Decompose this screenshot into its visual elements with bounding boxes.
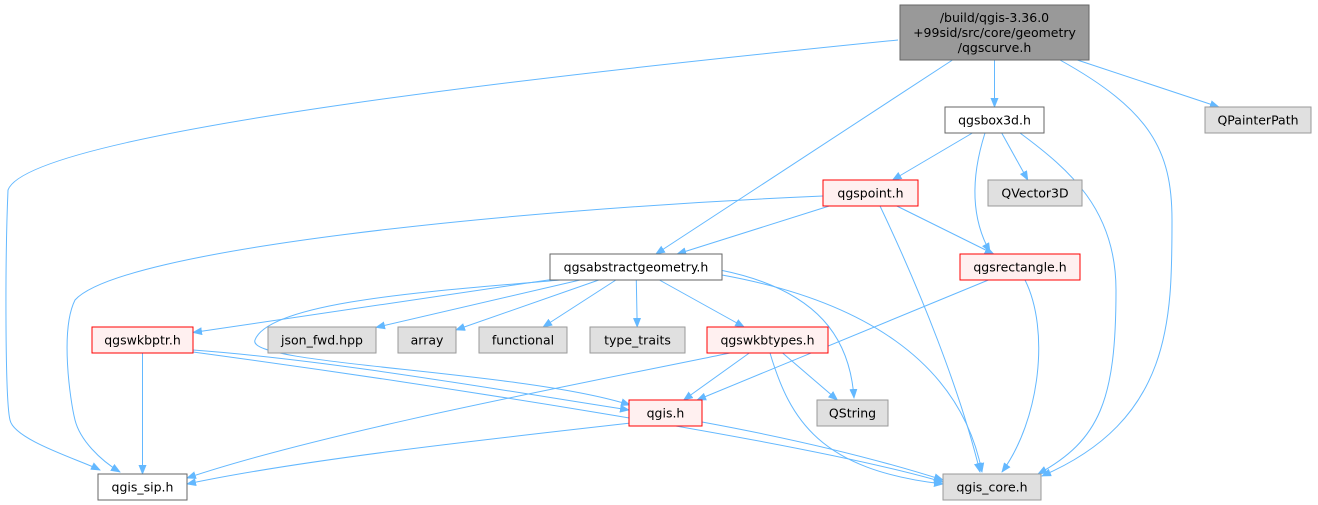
edge-qgswkbtypes-to-qgis_sip <box>186 352 731 479</box>
node-box <box>987 179 1083 207</box>
node-box <box>816 399 889 427</box>
node-box <box>91 326 194 354</box>
node-box <box>478 326 568 354</box>
edge-qgsabstractgeometry-to-qstring <box>719 269 858 399</box>
node-label: QVector3D <box>1001 186 1068 201</box>
node-functional[interactable]: functional <box>478 326 568 354</box>
edge-qgsabstractgeometry-to-qgswkbtypes <box>659 279 745 328</box>
node-box <box>549 253 723 281</box>
node-label: qgswkbtypes.h <box>720 333 814 348</box>
edge-qgsrectangle-to-qgis <box>696 279 989 401</box>
node-root[interactable]: /build/qgis-3.36.0+99sid/src/core/geomet… <box>899 4 1090 61</box>
node-label: qgis_core.h <box>956 480 1027 495</box>
node-label: qgsbox3d.h <box>958 113 1031 128</box>
edge-qgsabstractgeometry-to-qgis <box>254 279 631 407</box>
edge-qgsbox3d-to-qgis_core <box>1019 132 1117 475</box>
node-qgsbox3d[interactable]: qgsbox3d.h <box>944 106 1045 134</box>
edge-qgsrectangle-to-qgis_core <box>1001 279 1040 473</box>
edge-root-to-qpainterpath <box>1077 59 1220 108</box>
node-label: qgspoint.h <box>837 186 903 201</box>
node-qvector3d[interactable]: QVector3D <box>987 179 1083 207</box>
edge-qgswkbptr-to-qgis <box>192 349 630 413</box>
node-label: qgswkbptr.h <box>104 333 181 348</box>
node-qpainterpath[interactable]: QPainterPath <box>1204 106 1312 134</box>
edge-qgswkbtypes-to-qgis_core <box>769 352 944 487</box>
node-qstring[interactable]: QString <box>816 399 889 427</box>
node-box <box>899 4 1090 61</box>
node-label: qgsabstractgeometry.h <box>564 260 709 275</box>
node-box <box>822 179 919 207</box>
node-label: qgis.h <box>647 406 685 421</box>
node-box <box>706 326 829 354</box>
edge-qgsabstractgeometry-to-json_fwd <box>375 279 581 330</box>
edge-qgspoint-to-qgsrectangle <box>896 205 995 255</box>
node-json_fwd[interactable]: json_fwd.hpp <box>267 326 377 354</box>
node-box <box>942 473 1042 501</box>
edge-qgsbox3d-to-qgsrectangle <box>974 132 991 253</box>
node-box <box>628 399 703 427</box>
edges-layer <box>5 39 1220 487</box>
node-qgsabstractgeometry[interactable]: qgsabstractgeometry.h <box>549 253 723 281</box>
node-qgsrectangle[interactable]: qgsrectangle.h <box>959 253 1081 281</box>
node-label: +99sid/src/core/geometry <box>913 25 1076 40</box>
node-box <box>589 326 686 354</box>
node-label: json_fwd.hpp <box>280 333 363 348</box>
node-qgspoint[interactable]: qgspoint.h <box>822 179 919 207</box>
edge-qgsbox3d-to-qvector3d <box>1001 132 1029 181</box>
edge-root-to-qgis_sip <box>5 39 899 471</box>
node-qgswkbtypes[interactable]: qgswkbtypes.h <box>706 326 829 354</box>
node-label: /qgscurve.h <box>958 40 1032 55</box>
edge-qgsabstractgeometry-to-qgswkbptr <box>192 279 551 336</box>
node-label: functional <box>492 333 554 348</box>
edge-qgis-to-qgis_sip <box>186 421 641 487</box>
node-box <box>267 326 377 354</box>
node-label: qgsrectangle.h <box>973 260 1066 275</box>
node-qgis[interactable]: qgis.h <box>628 399 703 427</box>
node-box <box>397 326 457 354</box>
node-qgis_core[interactable]: qgis_core.h <box>942 473 1042 501</box>
node-label: qgis_sip.h <box>112 480 174 495</box>
node-box <box>97 473 188 501</box>
node-box <box>1204 106 1312 134</box>
edge-qgsabstractgeometry-to-type_traits <box>633 279 642 328</box>
edge-root-to-qgsabstractgeometry <box>655 59 953 255</box>
edge-qgsabstractgeometry-to-functional <box>542 279 617 328</box>
node-type_traits[interactable]: type_traits <box>589 326 686 354</box>
edge-qgspoint-to-qgsabstractgeometry <box>676 205 830 256</box>
edge-qgsbox3d-to-qgspoint <box>891 132 973 181</box>
node-qgswkbptr[interactable]: qgswkbptr.h <box>91 326 194 354</box>
node-qgis_sip[interactable]: qgis_sip.h <box>97 473 188 501</box>
node-box <box>944 106 1045 134</box>
edge-root-to-qgis_core <box>1041 59 1173 477</box>
edge-qgspoint-to-qgis_core <box>879 205 982 473</box>
edge-qgswkbtypes-to-qgis <box>682 352 750 401</box>
edge-qgsabstractgeometry-to-qgis_core <box>721 274 985 473</box>
edge-qgspoint-to-qgis_sip <box>66 195 824 473</box>
edge-qgswkbptr-to-qgis_core <box>192 351 944 484</box>
node-array[interactable]: array <box>397 326 457 354</box>
nodes-layer: /build/qgis-3.36.0+99sid/src/core/geomet… <box>91 4 1312 501</box>
node-label: QPainterPath <box>1217 113 1298 128</box>
node-box <box>959 253 1081 281</box>
edge-qgis-to-qgis_core <box>701 421 944 482</box>
node-label: array <box>411 333 444 348</box>
node-label: QString <box>829 406 876 421</box>
edge-qgswkbtypes-to-qstring <box>782 352 839 401</box>
node-label: type_traits <box>604 333 671 348</box>
node-label: /build/qgis-3.36.0 <box>940 10 1049 25</box>
edge-qgsabstractgeometry-to-array <box>455 279 599 331</box>
